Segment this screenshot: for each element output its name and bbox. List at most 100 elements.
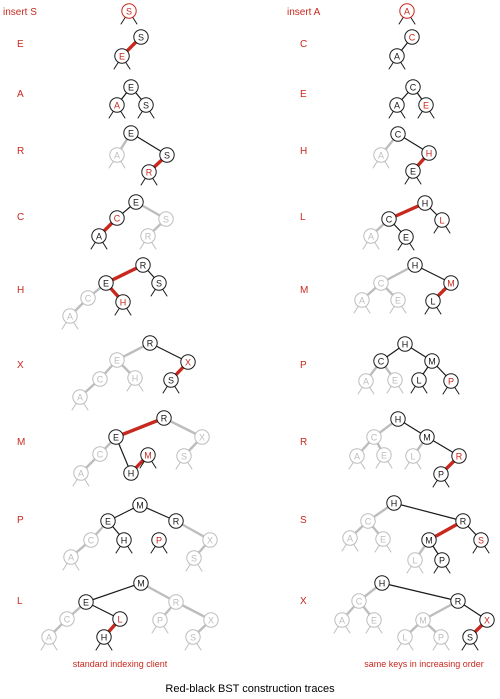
null-link [107, 642, 113, 651]
node-key: M [425, 535, 433, 545]
null-link [114, 307, 120, 316]
node-circle [366, 429, 382, 445]
null-link [174, 385, 180, 394]
node-key: L [402, 632, 407, 642]
node-circle [128, 194, 144, 210]
node-key: R [140, 260, 147, 270]
node-key: S [143, 100, 149, 110]
node-key: E [395, 295, 401, 305]
tree-node: H [397, 336, 413, 352]
tree-node: C [59, 611, 75, 627]
step-label: P [300, 360, 307, 371]
tree-node: C [109, 210, 125, 226]
null-link [362, 241, 368, 250]
node-key: P [438, 469, 444, 479]
null-link [113, 61, 119, 70]
null-link [388, 110, 394, 119]
tree-node: E [418, 97, 434, 113]
tree-node: E [387, 372, 403, 388]
node-key: R [460, 516, 467, 526]
node-circle [425, 293, 441, 309]
null-link [416, 461, 422, 470]
node-key: A [359, 295, 365, 305]
node-key: H [426, 148, 433, 158]
node-key: L [439, 215, 444, 225]
node-circle [373, 147, 389, 163]
node-key: A [363, 376, 369, 386]
node-circle [405, 79, 421, 95]
step-label: S [300, 515, 307, 526]
node-circle [202, 532, 218, 548]
node-circle [351, 593, 367, 609]
null-link [432, 479, 438, 488]
node-circle [375, 531, 391, 547]
tree-node: M [133, 575, 149, 591]
null-link [432, 642, 438, 651]
null-link [384, 160, 390, 169]
node-circle [123, 465, 139, 481]
node-circle [417, 195, 433, 211]
tree-node: C [351, 593, 367, 609]
node-key: S [163, 214, 169, 224]
node-key: C [371, 432, 378, 442]
null-link [473, 642, 479, 651]
node-key: E [410, 166, 416, 176]
node-circle [186, 550, 202, 566]
node-key: A [347, 533, 353, 543]
node-circle [390, 126, 406, 142]
tree-node: C [381, 211, 397, 227]
null-link [357, 386, 363, 395]
tree-node: A [354, 292, 370, 308]
step-label: X [17, 360, 24, 371]
null-link [389, 305, 395, 314]
tree-node: S [121, 3, 137, 19]
node-circle [360, 513, 376, 529]
tree-node: A [41, 629, 57, 645]
tree-node: C [366, 429, 382, 445]
null-link [162, 385, 168, 394]
null-link [442, 386, 448, 395]
null-link [187, 461, 193, 470]
step-label: insert S [3, 7, 37, 18]
node-key: H [132, 373, 139, 383]
tree-node: C [405, 79, 421, 95]
node-key: H [120, 297, 127, 307]
node-circle [91, 228, 107, 244]
node-circle [374, 575, 390, 591]
node-circle [62, 308, 78, 324]
node-key: A [96, 231, 102, 241]
node-circle [80, 290, 96, 306]
node-key: S [190, 632, 196, 642]
tree-node: R [168, 594, 184, 610]
figure-title: Red-black BST construction traces [165, 683, 335, 695]
node-circle [411, 372, 427, 388]
null-link [175, 461, 181, 470]
null-link [386, 544, 392, 553]
step-label: insert A [287, 7, 321, 18]
null-link [132, 16, 138, 25]
node-key: E [392, 375, 398, 385]
node-circle [151, 532, 167, 548]
node-key: R [455, 596, 462, 606]
tree-node: E [78, 594, 94, 610]
node-key: C [356, 596, 363, 606]
node-key: A [368, 231, 374, 241]
node-key: R [456, 451, 463, 461]
node-circle [63, 549, 79, 565]
node-key: R [145, 231, 152, 241]
step-label: M [300, 285, 308, 296]
node-circle [354, 292, 370, 308]
tree-node: A [342, 530, 358, 546]
node-key: H [412, 260, 419, 270]
node-key: M [423, 432, 431, 442]
tree-node: M [140, 447, 156, 463]
black-link [381, 582, 459, 602]
tree-node: E [98, 275, 114, 291]
node-key: E [380, 534, 386, 544]
node-circle [133, 575, 149, 591]
node-key: C [386, 214, 393, 224]
node-circle [114, 48, 130, 64]
null-link [140, 177, 146, 186]
tree-node: H [96, 629, 112, 645]
